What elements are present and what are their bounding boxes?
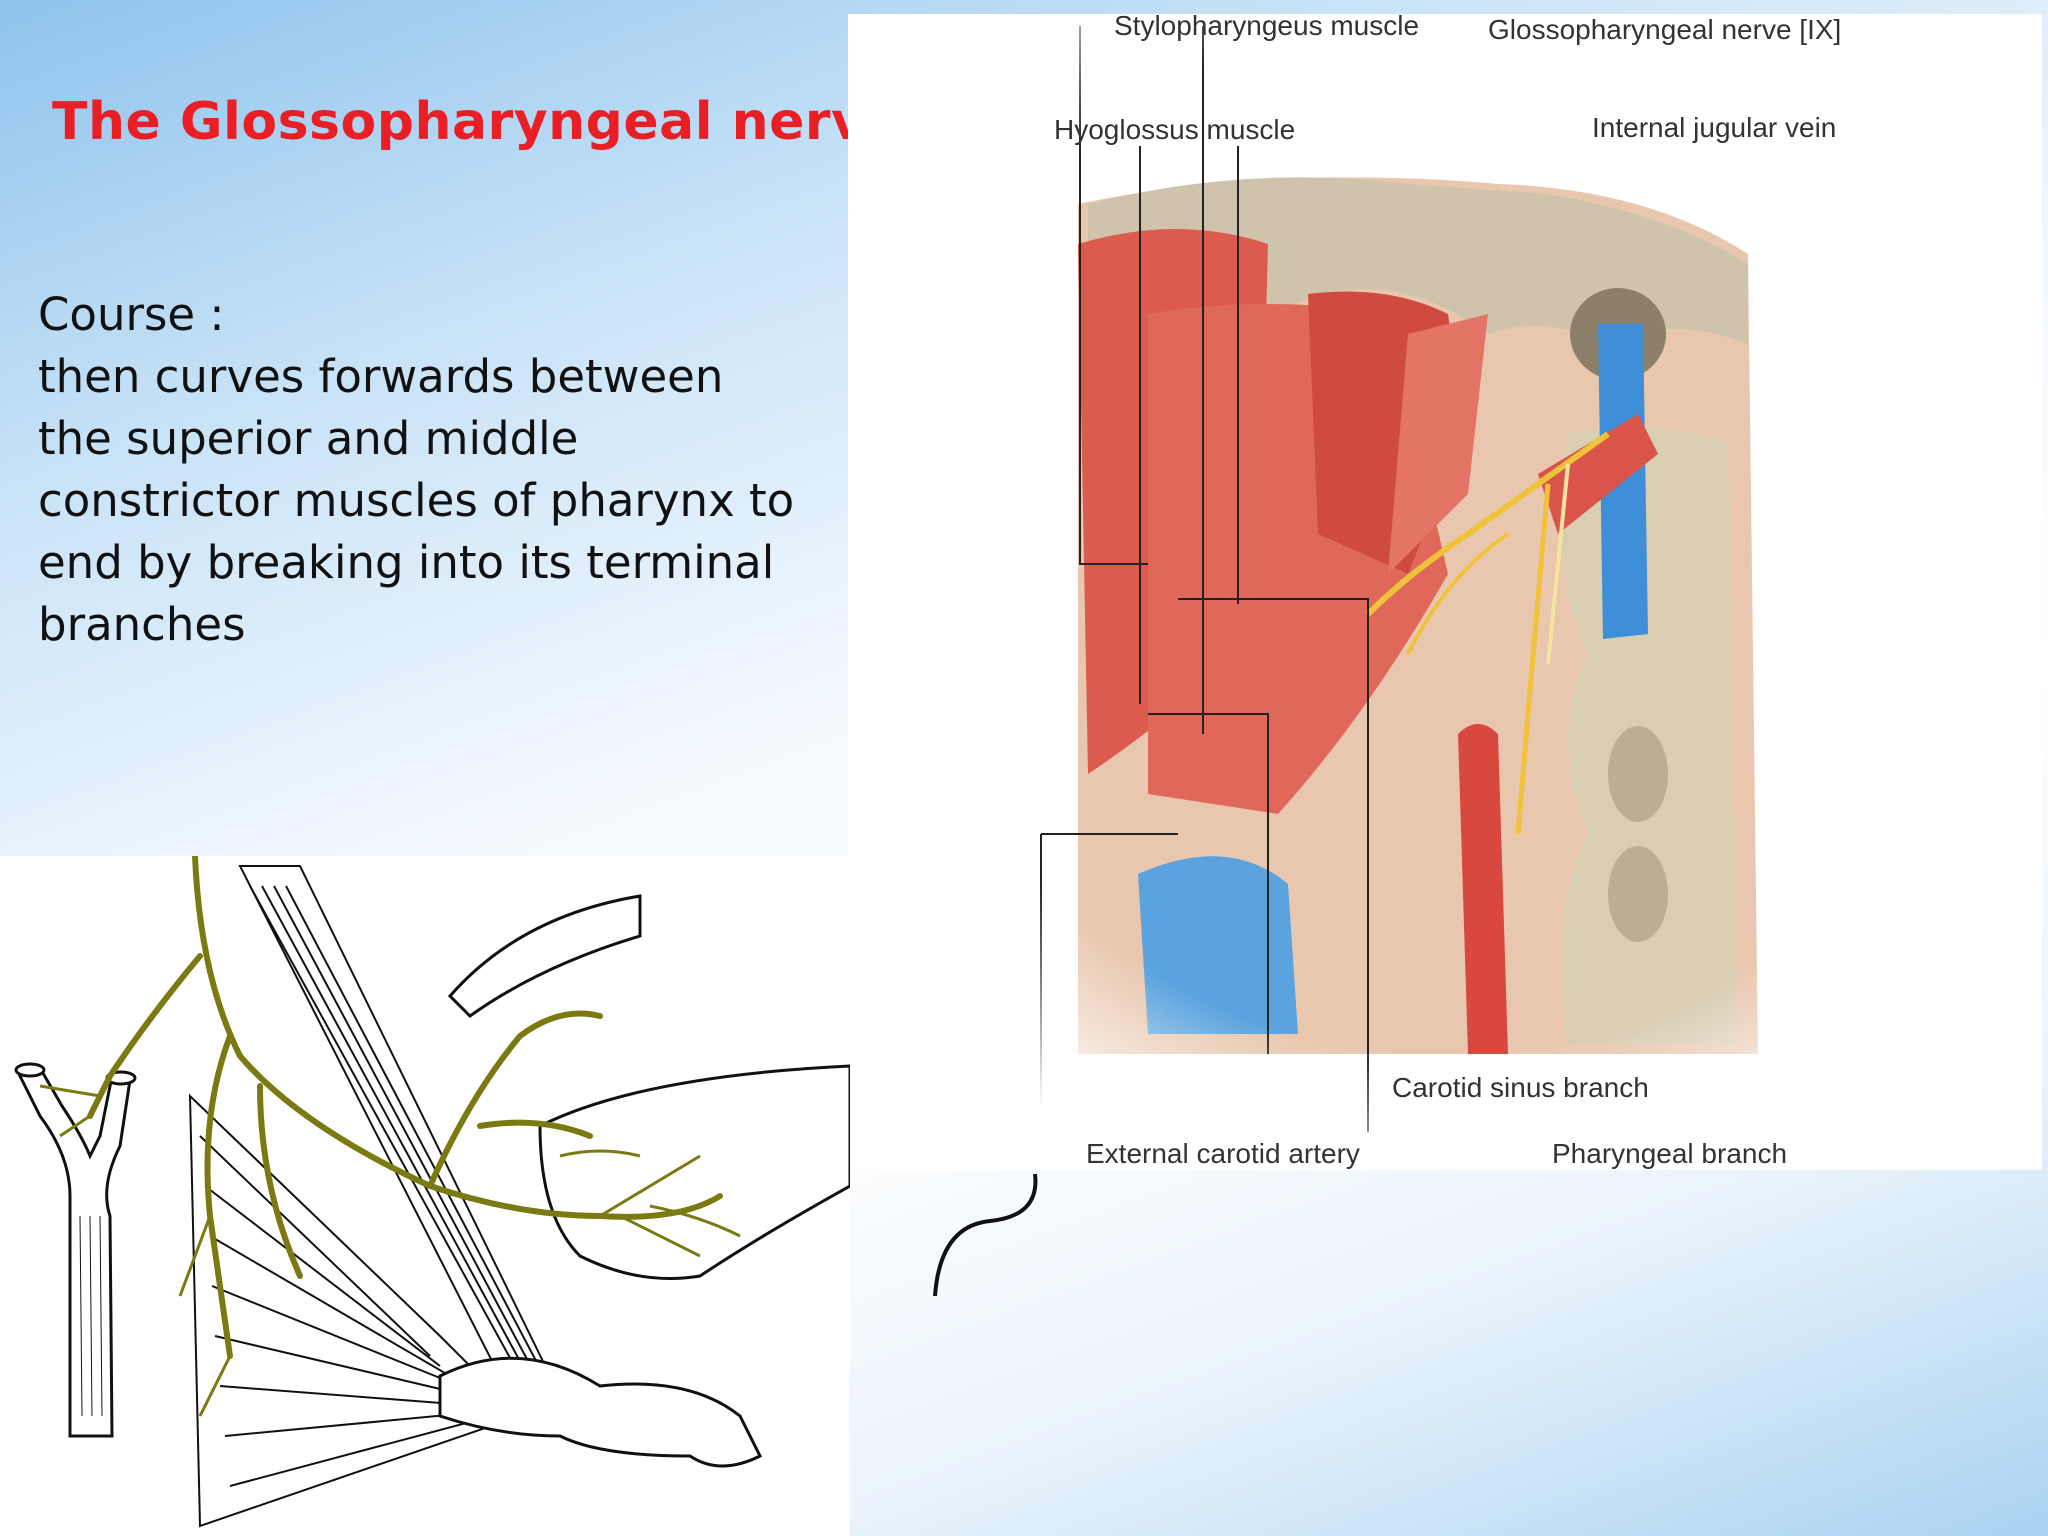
course-line: then curves forwards between <box>38 350 724 403</box>
course-line: Course : <box>38 288 225 341</box>
label-glossopharyngeal-nerve: Glossopharyngeal nerve [IX] <box>1488 14 1842 45</box>
label-carotid-sinus-branch: Carotid sinus branch <box>1392 1072 1649 1103</box>
label-pharyngeal-branch: Pharyngeal branch <box>1552 1138 1788 1169</box>
course-text: Course : then curves forwards between th… <box>38 284 838 656</box>
carotid-vessel <box>14 1062 137 1438</box>
label-external-carotid-artery: External carotid artery <box>1086 1138 1360 1169</box>
glossopharyngeal-nerve-branches <box>87 856 723 1359</box>
label-internal-jugular-vein: Internal jugular vein <box>1592 112 1837 143</box>
hyoid-bone <box>438 1356 763 1468</box>
tongue-region <box>538 1064 850 1280</box>
hand-drawn-curve <box>933 1173 1038 1297</box>
course-line: constrictor muscles of pharynx to <box>38 474 795 527</box>
course-line: end by breaking into its terminal <box>38 536 775 589</box>
course-line: the superior and middle <box>38 412 579 465</box>
styloid-process <box>447 894 642 1018</box>
label-stylopharyngeus: Stylopharyngeus muscle <box>1114 10 1420 41</box>
nerve-branching-sketch <box>14 856 850 1528</box>
course-line: branches <box>38 598 246 651</box>
sketch-figure <box>0 856 850 1536</box>
terminal-branches <box>39 1084 741 1417</box>
anatomy-illustration <box>848 14 2042 1170</box>
label-hyoglossus: Hyoglossus muscle <box>1054 114 1296 145</box>
slide-title: The Glossopharyngeal nerve <box>52 92 902 152</box>
anatomy-figure: Stylopharyngeus muscle Glossopharyngeal … <box>848 10 2042 1170</box>
